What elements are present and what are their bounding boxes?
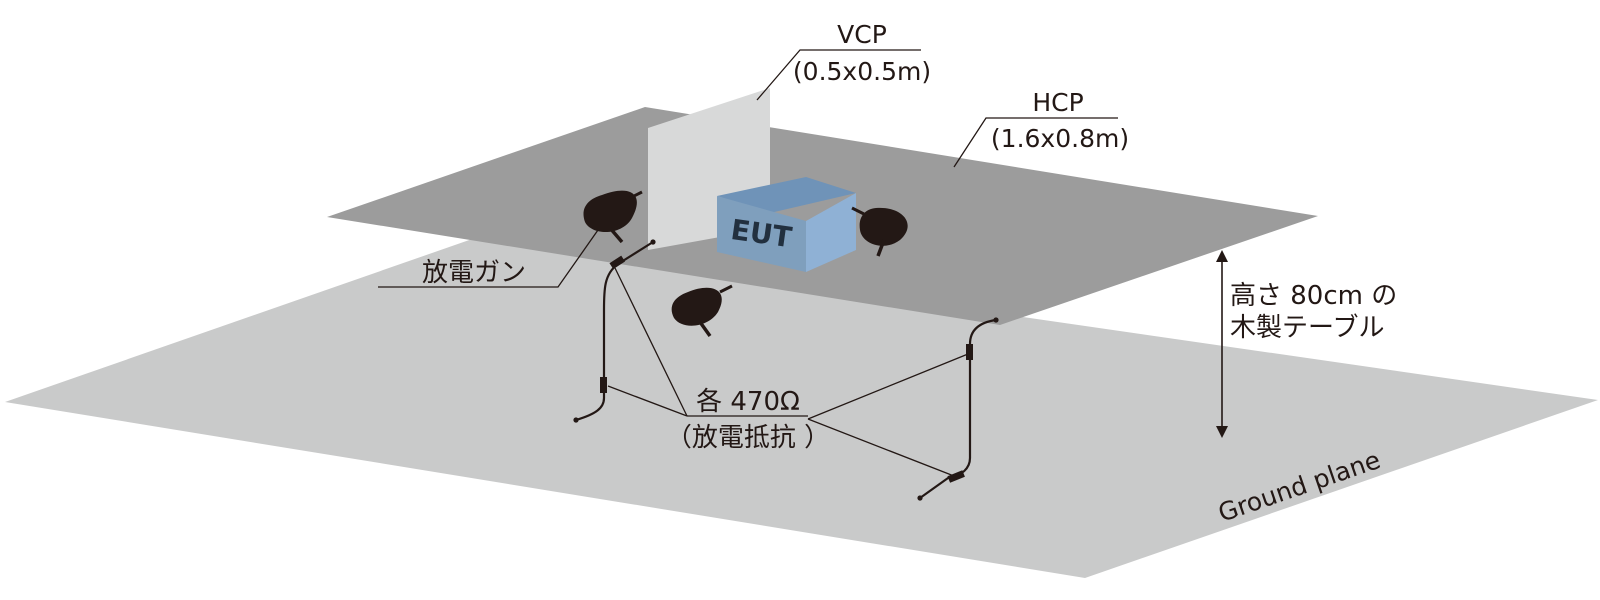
eut-side-face xyxy=(806,193,856,272)
resistor-right-top xyxy=(966,344,973,360)
vcp-size-label: (0.5x0.5m) xyxy=(793,57,931,86)
table-height-arrow xyxy=(1216,250,1228,438)
eut-box: EUT xyxy=(717,177,856,272)
vcp-leader-line xyxy=(756,49,921,101)
discharge-gun-leader-line xyxy=(378,229,599,288)
hcp-size-label: (1.6x0.8m) xyxy=(991,124,1129,153)
resistor-leader-line-1 xyxy=(614,267,688,417)
vcp-name-label: VCP xyxy=(837,20,887,49)
resistor-left-top xyxy=(609,255,626,270)
resistor-right-bottom xyxy=(947,470,965,483)
discharge-wire-left xyxy=(573,239,656,423)
discharge-gun-label: 放電ガン xyxy=(422,258,526,288)
eut-front-face xyxy=(717,196,806,272)
eut-top-face xyxy=(717,177,856,213)
resistor-left-bottom xyxy=(600,377,607,393)
resistor-leader-line-4 xyxy=(807,418,955,477)
resistor-leader-line-3 xyxy=(807,353,969,420)
discharge-wire-right xyxy=(917,317,999,501)
discharge-gun-left xyxy=(583,190,643,244)
discharge-gun-right xyxy=(851,206,908,257)
resistor-leader-line-2 xyxy=(607,385,688,417)
resistor-value-label: 各 470Ω xyxy=(696,387,800,417)
resistor-note-label: （放電抵抗 ） xyxy=(666,423,830,453)
discharge-gun-bottom xyxy=(671,284,733,338)
hcp-leader-line xyxy=(953,117,1118,168)
table-height-label-line2: 木製テーブル xyxy=(1230,313,1384,343)
table-height-label-line1: 高さ 80cm の xyxy=(1230,281,1397,311)
ground-plane xyxy=(5,238,1598,578)
hcp-name-label: HCP xyxy=(1032,88,1083,117)
